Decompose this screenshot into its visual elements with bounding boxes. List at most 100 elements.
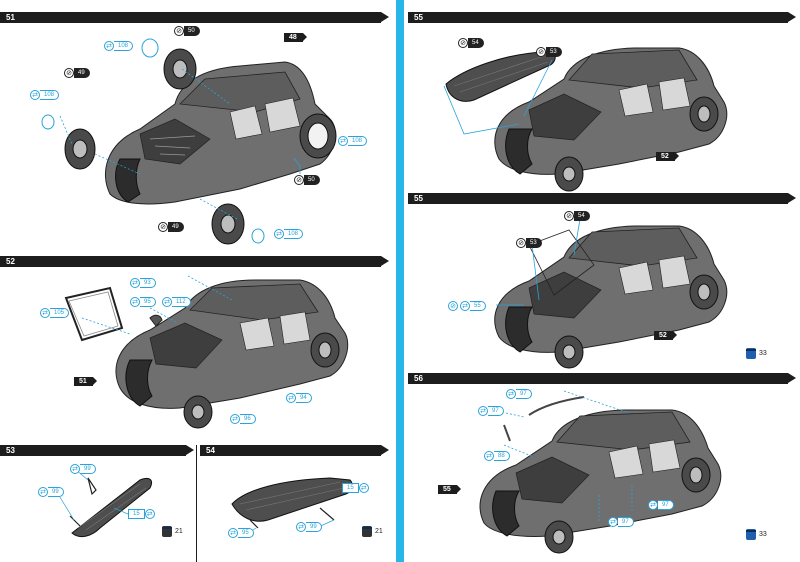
callout-label: 54	[468, 38, 484, 48]
paint-number: 21	[375, 528, 383, 535]
callout-96: ⇄96	[230, 414, 256, 424]
callout-88: ⇄88	[484, 451, 510, 461]
paint-pot-icon	[746, 529, 756, 540]
section-divider	[196, 445, 197, 562]
callout-94: ⇄94	[286, 393, 312, 403]
step-55a-illustration	[443, 47, 728, 192]
step-number: 54	[206, 446, 215, 455]
callout-label: 94	[296, 393, 312, 403]
step-54-illustration	[231, 477, 364, 533]
callout-15-a: 15⇄	[128, 509, 155, 519]
callout-label: 97	[618, 517, 634, 527]
step-number: 53	[6, 446, 15, 455]
no-glue-icon: ⊘	[458, 38, 468, 48]
callout-label: 55	[470, 301, 486, 311]
step-52-illustration	[64, 275, 349, 429]
page-spine	[396, 0, 404, 562]
paint-33-a: 33	[746, 348, 767, 359]
no-glue-icon: ⊘	[294, 175, 304, 185]
no-glue-icon: ⊘	[64, 68, 74, 78]
callout-label: 97	[488, 406, 504, 416]
paint-pot-icon	[746, 348, 756, 359]
callout-95-b: ⇄95	[228, 528, 254, 538]
callout-label: 50	[184, 26, 200, 36]
no-glue-icon: ⊘	[564, 211, 574, 221]
callout-15-b: 15⇄	[342, 483, 369, 493]
callout-112: ⇄112	[162, 297, 191, 307]
step-55b-illustration	[494, 218, 728, 369]
step-51-header: 51	[0, 12, 389, 23]
callout-108-d: ⇄108	[274, 229, 304, 239]
callout-label: 108	[284, 229, 304, 239]
step-55-header-a: 55	[408, 12, 796, 23]
callout-label: 108	[40, 90, 60, 100]
step-56-illustration	[479, 390, 722, 554]
step-53-header: 53	[0, 445, 194, 456]
swap-icon: ⇄	[162, 297, 172, 307]
callout-93: ⇄93	[130, 278, 156, 288]
callout-label: 53	[526, 238, 542, 248]
callout-108-c: ⇄108	[338, 136, 368, 146]
swap-icon: ⇄	[40, 308, 50, 318]
part-48-tag: 48	[284, 33, 307, 42]
callout-label: 99	[80, 464, 96, 474]
callout-label: 95	[238, 528, 254, 538]
no-glue-icon: ⊘	[448, 301, 458, 311]
step-54-header: 54	[200, 445, 389, 456]
swap-icon: ⇄	[338, 136, 348, 146]
callout-label: 49	[168, 222, 184, 232]
callout-99-c: ⇄99	[296, 522, 322, 532]
callout-53-a: ⊘53	[536, 47, 562, 57]
callout-97-c: ⇄97	[648, 500, 674, 510]
swap-icon: ⇄	[70, 464, 80, 474]
paint-21-b: 21	[362, 526, 383, 537]
swap-icon: ⇄	[296, 522, 306, 532]
swap-icon: ⇄	[38, 487, 48, 497]
swap-icon: ⇄	[130, 278, 140, 288]
paint-number: 33	[759, 531, 767, 538]
callout-label: 54	[574, 211, 590, 221]
step-number: 56	[414, 374, 423, 383]
callout-54-a: ⊘54	[458, 38, 484, 48]
step-number: 55	[414, 13, 423, 22]
callout-label: 95	[140, 297, 156, 307]
part-55-tag: 55	[438, 485, 461, 494]
swap-icon: ⇄	[228, 528, 238, 538]
callout-label: 15	[342, 483, 359, 493]
paint-pot-icon	[162, 526, 172, 537]
paint-pot-icon	[362, 526, 372, 537]
paint-33-b: 33	[746, 529, 767, 540]
swap-icon: ⇄	[274, 229, 284, 239]
callout-108-a: ⇄108	[104, 41, 134, 51]
callout-label: 99	[48, 487, 64, 497]
no-glue-icon: ⊘	[158, 222, 168, 232]
callout-label: 15	[128, 509, 145, 519]
paint-number: 33	[759, 350, 767, 357]
callout-label: 108	[348, 136, 368, 146]
swap-icon: ⇄	[130, 297, 140, 307]
callout-97-b: ⇄97	[478, 406, 504, 416]
step-number: 52	[6, 257, 15, 266]
swap-icon: ⇄	[230, 414, 240, 424]
right-page: 55 ⊘54 ⊘53 52 55 ⊘54 ⊘53 ⊘⇄55 52 33	[404, 0, 800, 562]
swap-icon: ⇄	[358, 483, 369, 493]
callout-label: 96	[240, 414, 256, 424]
swap-icon: ⇄	[648, 500, 658, 510]
step-51-illustration	[41, 38, 337, 245]
callout-54-b: ⊘54	[564, 211, 590, 221]
no-glue-icon: ⊘	[536, 47, 546, 57]
callout-label: 108	[114, 41, 134, 51]
callout-49-b: ⊘49	[158, 222, 184, 232]
part-52-tag-a: 52	[656, 152, 679, 161]
paint-number: 21	[175, 528, 183, 535]
callout-108-b: ⇄108	[30, 90, 60, 100]
swap-icon: ⇄	[484, 451, 494, 461]
callout-50-a: ⊘50	[174, 26, 200, 36]
callout-label: 49	[74, 68, 90, 78]
callout-49-a: ⊘49	[64, 68, 90, 78]
callout-99-a: ⇄99	[70, 464, 96, 474]
step-number: 51	[6, 13, 15, 22]
callout-label: 93	[140, 278, 156, 288]
swap-icon: ⇄	[506, 389, 516, 399]
callout-97-a: ⇄97	[506, 389, 532, 399]
